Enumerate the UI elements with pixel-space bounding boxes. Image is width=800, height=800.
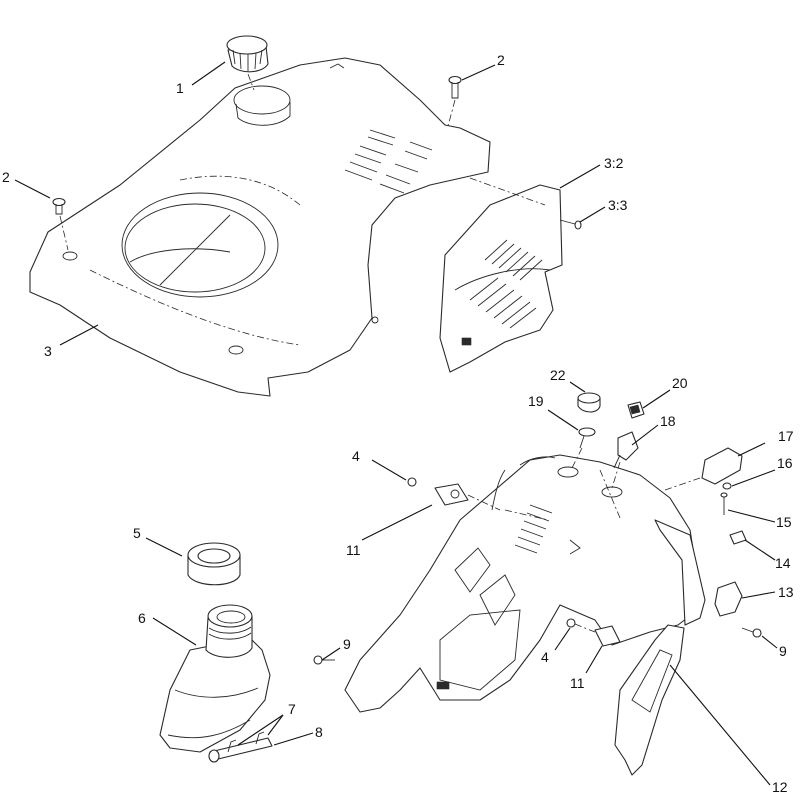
callout-13: 13 xyxy=(778,584,794,600)
screw-part-9-right xyxy=(741,627,762,638)
callout-6: 6 xyxy=(138,610,146,626)
callout-3: 3 xyxy=(44,343,52,359)
callout-11-lower: 11 xyxy=(570,675,585,691)
ignition-switch-part-18 xyxy=(611,431,639,489)
callout-20: 20 xyxy=(672,375,688,391)
callout-14: 14 xyxy=(775,555,791,571)
screw-part-side xyxy=(559,219,582,230)
bracket-part-13 xyxy=(714,581,743,617)
callout-2-top: 2 xyxy=(497,52,505,68)
callout-19: 19 xyxy=(528,393,544,409)
washer-part-16 xyxy=(722,482,732,490)
gasket-ring-part xyxy=(187,542,241,586)
callout-2-left: 2 xyxy=(2,169,10,185)
washer-part-19 xyxy=(571,427,596,469)
knob-part-22 xyxy=(577,392,601,413)
screw-part-upper xyxy=(447,75,462,127)
callout-4-lower: 4 xyxy=(541,649,549,665)
screw-part-left xyxy=(52,197,69,251)
callout-labels: 1 2 2 3 3:2 3:3 4 4 5 6 7 8 9 9 11 11 12… xyxy=(2,52,794,795)
callout-18: 18 xyxy=(660,413,676,429)
control-panel-part xyxy=(344,454,706,713)
clip-part-14 xyxy=(729,530,747,545)
clip-part-upper xyxy=(407,477,501,511)
callout-5: 5 xyxy=(133,525,141,541)
callout-15: 15 xyxy=(776,514,792,530)
screw-part-15 xyxy=(720,492,728,515)
leader-lines xyxy=(14,61,778,786)
screw-part-9-left xyxy=(313,655,335,665)
callout-3-3: 3:3 xyxy=(608,197,628,213)
clip-part-lower xyxy=(566,618,621,647)
side-panel-part xyxy=(439,177,563,373)
callout-7: 7 xyxy=(288,701,296,717)
key-part-20 xyxy=(627,401,645,419)
callout-1: 1 xyxy=(176,80,184,96)
fuel-tank-part xyxy=(159,604,271,753)
callout-4-upper: 4 xyxy=(352,448,360,464)
callout-8: 8 xyxy=(315,724,323,740)
fuel-hose-part xyxy=(208,731,273,763)
fuel-cap-part xyxy=(226,35,269,91)
callout-11-upper: 11 xyxy=(346,542,361,558)
guard-bracket-part xyxy=(614,624,685,776)
callout-12: 12 xyxy=(772,779,788,795)
callout-22: 22 xyxy=(550,367,566,383)
callout-17: 17 xyxy=(778,428,794,444)
callout-9-left: 9 xyxy=(343,636,351,652)
handle-part-17 xyxy=(664,447,743,491)
upper-shroud-part xyxy=(29,57,491,397)
callout-16: 16 xyxy=(777,455,793,471)
callout-9-right: 9 xyxy=(779,643,787,659)
callout-3-2: 3:2 xyxy=(604,155,624,171)
